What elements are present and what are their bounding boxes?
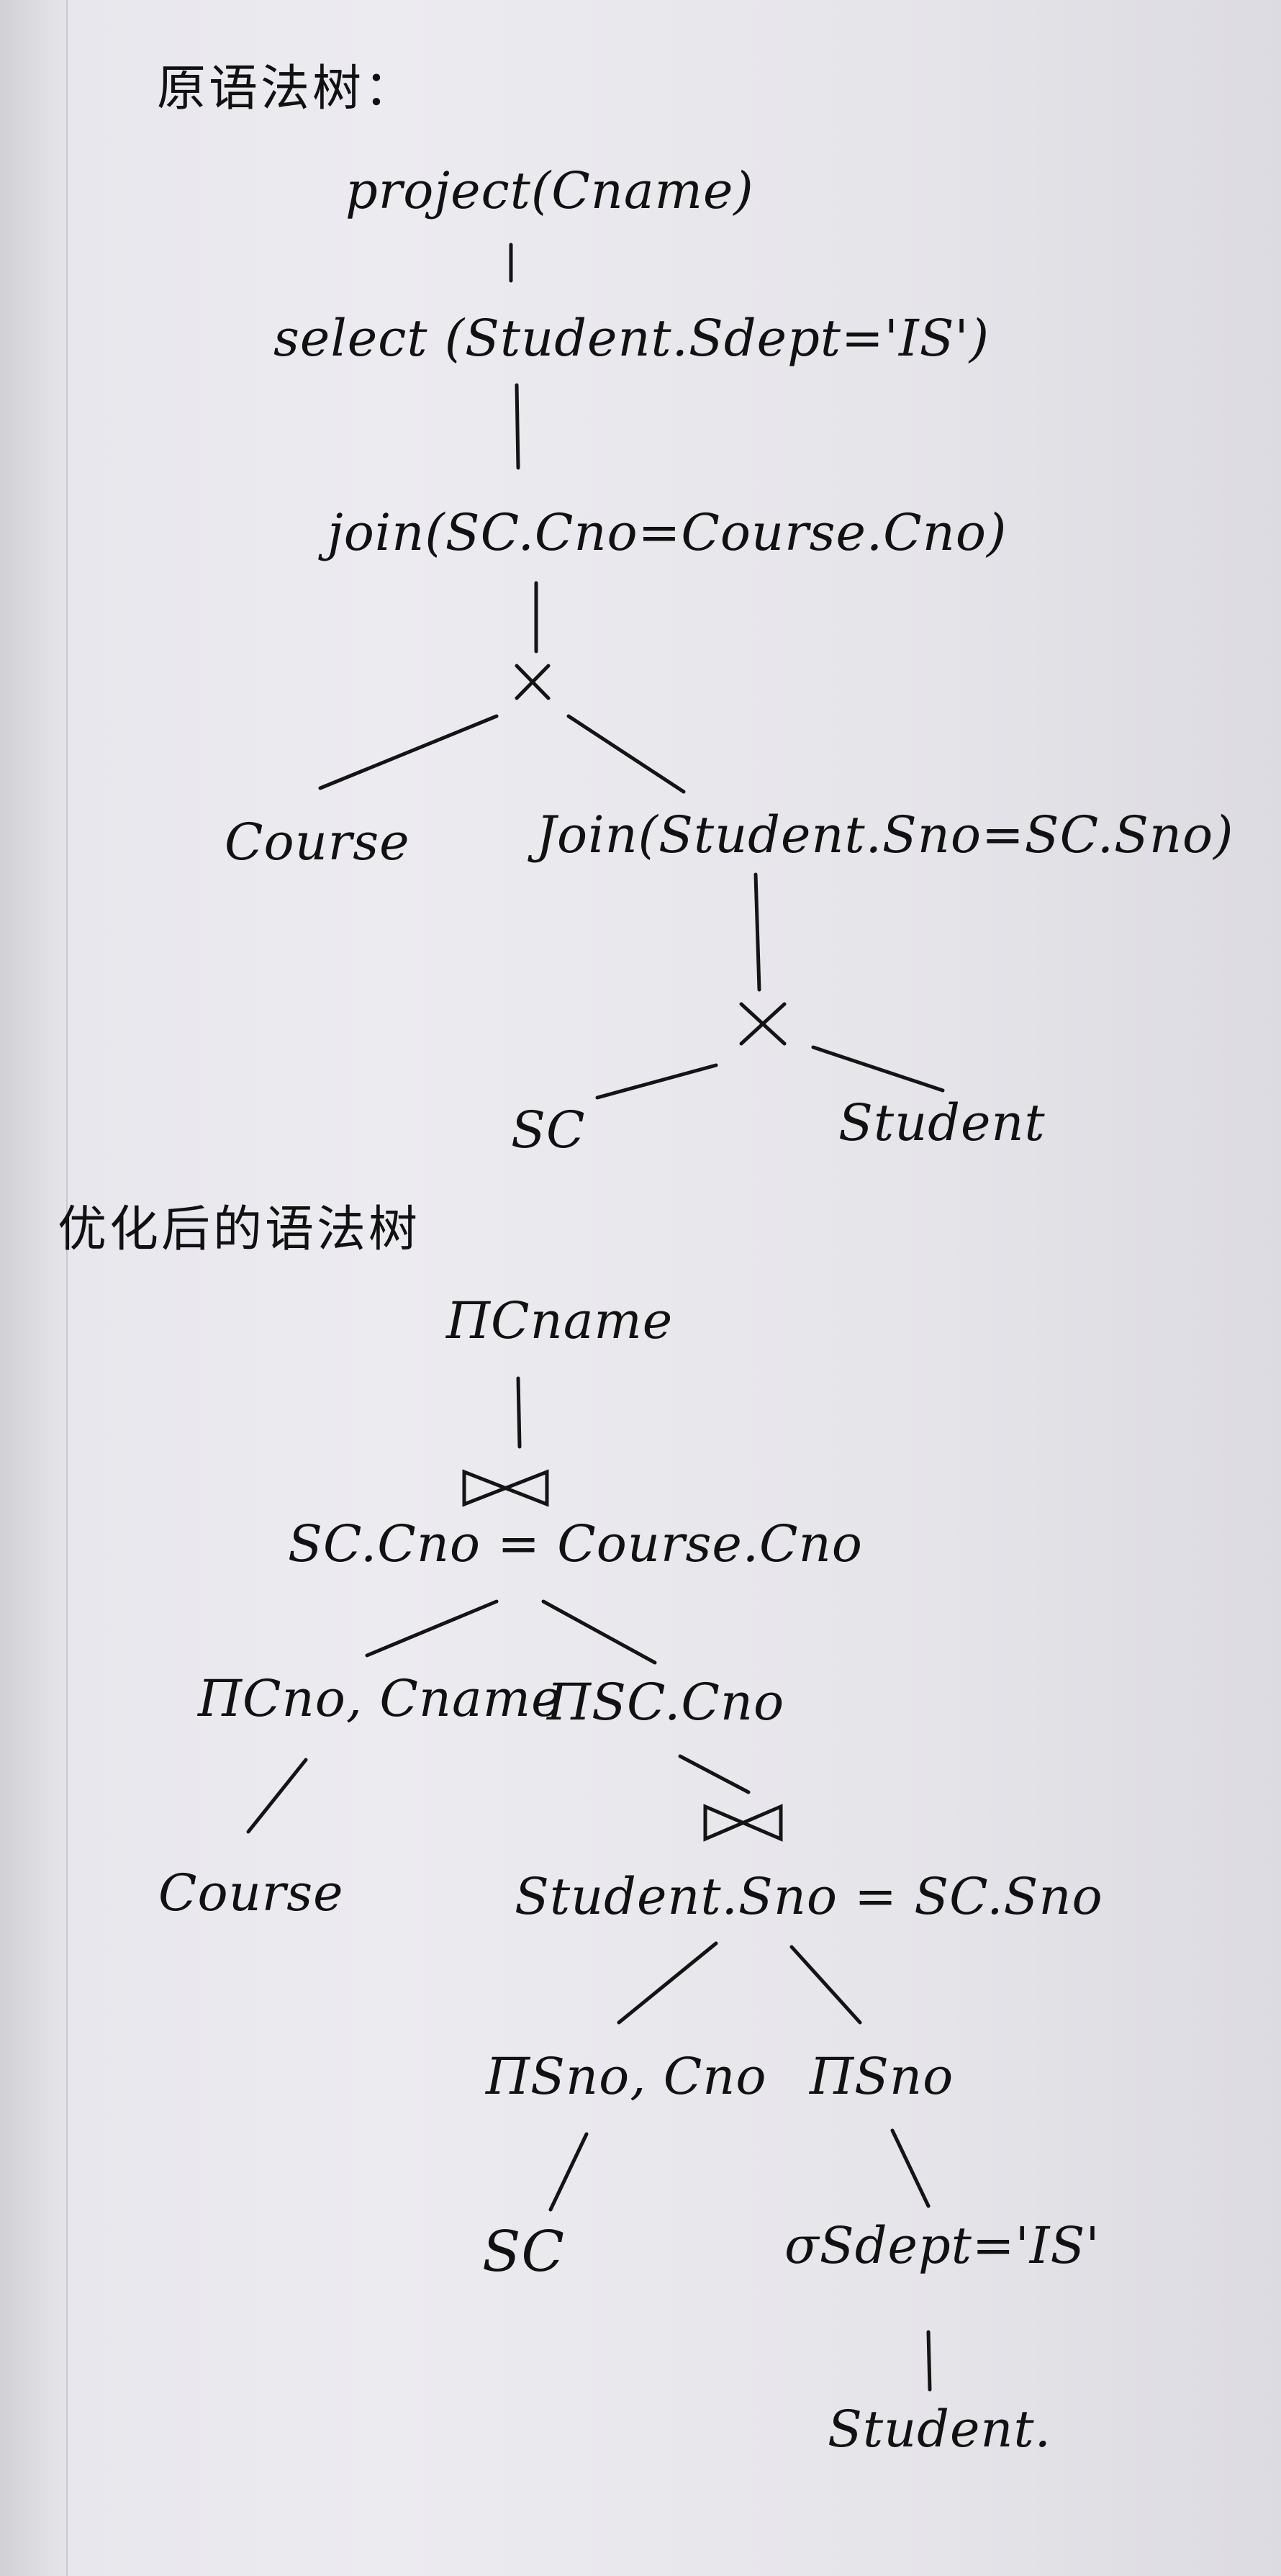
selection-sdept: σSdept='IS' <box>784 2216 1100 2275</box>
project-sno: ΠSno <box>810 2047 954 2106</box>
select-node: select (Student.Sdept='IS') <box>273 309 990 368</box>
cross1-stroke-b <box>515 664 551 700</box>
edge-bottomjoin-right <box>789 1945 862 2025</box>
course-leaf: Course <box>225 813 410 872</box>
edge-cross1-course <box>318 714 499 790</box>
top-join-condition: SC.Cno = Course.Cno <box>288 1514 863 1573</box>
edge-cross1-join2 <box>566 714 686 794</box>
join1-node: join(SC.Cno=Course.Cno) <box>327 503 1008 562</box>
edge-select-student <box>926 2330 932 2392</box>
course-leaf-optimized: Course <box>158 1863 344 1922</box>
left-projection: ΠCno, Cname <box>198 1669 562 1728</box>
bowtie-bottom <box>703 1804 783 1842</box>
edge-select-join1 <box>515 383 520 470</box>
edge-join2-cross2 <box>753 872 761 992</box>
edge-topjoin-right <box>541 1599 657 1665</box>
edge-cross2-sc <box>595 1063 718 1100</box>
bowtie-top <box>462 1469 549 1507</box>
bottom-join-condition: Student.Sno = SC.Sno <box>515 1867 1103 1926</box>
root-projection: ΠCname <box>446 1291 674 1350</box>
project-sno-cno: ΠSno, Cno <box>486 2047 767 2106</box>
project-node: project(Cname) <box>345 161 754 220</box>
right-projection: ΠSC.Cno <box>547 1673 785 1732</box>
cross2-stroke-b <box>739 1002 787 1046</box>
original-tree-heading: 原语法树： <box>157 60 417 117</box>
join2-node: Join(Student.Sno=SC.Sno) <box>536 805 1234 864</box>
student-leaf: Student <box>838 1093 1046 1152</box>
edge-snocno-sc <box>548 2132 589 2212</box>
optimized-tree-heading: 优化后的语法树 <box>58 1201 421 1258</box>
paper-left-edge <box>0 0 68 2576</box>
edge-rightproj-bottomjoin <box>678 1754 751 1794</box>
edge-sno-select <box>890 2128 931 2208</box>
edge-cross2-student <box>811 1045 945 1093</box>
edge-root-topjoin <box>516 1376 522 1449</box>
edge-bottomjoin-left <box>617 1941 718 2025</box>
student-leaf-optimized: Student. <box>828 2400 1051 2459</box>
sc-leaf-optimized: SC <box>482 2220 566 2284</box>
edge-leftproj-course <box>246 1758 308 1834</box>
edge-topjoin-left <box>365 1599 499 1658</box>
sc-leaf: SC <box>511 1101 586 1160</box>
